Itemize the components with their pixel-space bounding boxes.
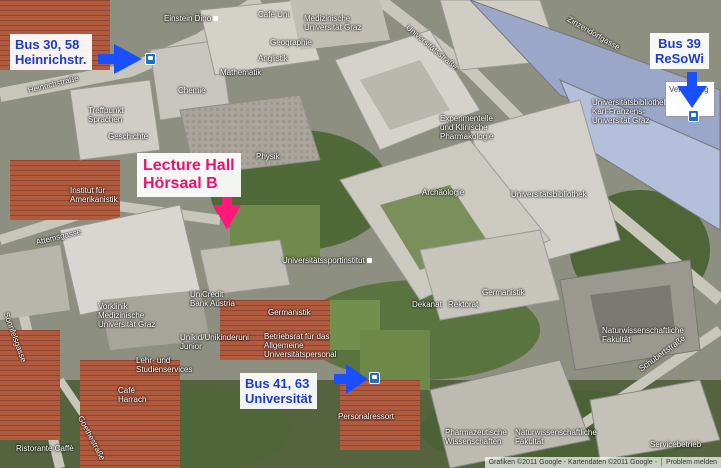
label-experimentelle[interactable]: Experimentelle und Klinische Pharmakolog… — [440, 114, 494, 141]
label-medizinische-top[interactable]: Medizinische Universität Graz — [304, 14, 362, 32]
label-treffpunkt[interactable]: Treffpunkt Sprachen — [88, 106, 124, 124]
label-personalressort[interactable]: Personalressort — [338, 412, 395, 421]
label-pharmazeutische[interactable]: Pharmazeutische Wissenschaften — [445, 428, 507, 446]
label-physik[interactable]: Physik — [256, 152, 280, 161]
label-sportinstitut[interactable]: Universitätssportinstitut — [282, 256, 372, 265]
label-betriebsrat[interactable]: Betriebsrat für das Allgemeine Universit… — [264, 332, 337, 359]
map-copyright: Grafiken ©2011 Google - Kartendaten ©201… — [488, 459, 658, 466]
label-cafe-harrach[interactable]: Café Harrach — [118, 386, 147, 404]
label-germanistik[interactable]: Germanistik — [482, 288, 525, 297]
callout-bus-universitaet: Bus 41, 63 Universität — [240, 373, 318, 409]
label-geschichte[interactable]: Geschichte — [108, 132, 149, 141]
callout-bus-heinrichstr-line2: Heinrichstr. — [15, 52, 87, 67]
callout-lecture-hall-line2: Hörsaal B — [143, 175, 218, 192]
label-chemie[interactable]: Chemie — [178, 86, 206, 95]
bus-stop-heinrichstr[interactable] — [145, 53, 156, 65]
label-einstein[interactable]: Einstein Dino — [164, 14, 219, 23]
callout-bus-resowi-line1: Bus 39 — [658, 36, 701, 51]
bus-stop-resowi[interactable] — [688, 110, 699, 122]
label-anglistik[interactable]: Anglistik — [258, 54, 288, 63]
label-unicredit[interactable]: UniCredit Bank Austria — [190, 290, 235, 308]
callout-bus-heinrichstr-line1: Bus 30, 58 — [15, 37, 80, 52]
label-cafe-uni[interactable]: Café Uni — [258, 10, 290, 19]
label-archaeologie[interactable]: Archäologie — [422, 188, 465, 197]
bus-stop-universitaet[interactable] — [369, 372, 380, 384]
label-servicebetrieb[interactable]: Servicebetrieb — [650, 440, 702, 449]
callout-bus-resowi-line2: ReSoWi — [655, 51, 704, 66]
callout-bus-universitaet-line2: Universität — [245, 391, 313, 406]
label-unikid[interactable]: Unikid/Unikinderuni Junior — [180, 333, 249, 351]
label-germanistik-left[interactable]: Germanistik — [268, 308, 311, 317]
label-rektorat[interactable]: Rektorat — [448, 300, 479, 309]
report-problem-link[interactable]: Problem melden — [666, 459, 717, 466]
label-naturwiss2[interactable]: Naturwissenschaftliche Fakultät — [515, 428, 597, 446]
label-ristorante[interactable]: Ristorante Caffè — [16, 444, 74, 453]
callout-bus-heinrichstr: Bus 30, 58 Heinrichstr. — [10, 34, 92, 70]
label-dekanat[interactable]: Dekanat — [412, 300, 442, 309]
callout-lecture-hall: Lecture Hall Hörsaal B — [137, 153, 241, 197]
label-lehr[interactable]: Lehr- und Studienservices — [136, 356, 193, 374]
map-footer: Grafiken ©2011 Google - Kartendaten ©201… — [484, 457, 721, 468]
label-geographie[interactable]: Geographie — [270, 38, 312, 47]
label-mathematik[interactable]: Mathematik — [220, 68, 262, 77]
label-vorklinik[interactable]: Vorklinik Medizinische Universität Graz — [98, 302, 156, 329]
label-amerikanistik[interactable]: Institut für Amerikanistik — [70, 186, 118, 204]
callout-lecture-hall-line1: Lecture Hall — [143, 157, 235, 174]
callout-bus-universitaet-line1: Bus 41, 63 — [245, 376, 310, 391]
label-naturwiss[interactable]: Naturwissenschaftliche Fakultät — [602, 326, 684, 344]
label-ub-top[interactable]: Universitätsbibliothek Karl-Franzens-Uni… — [592, 98, 668, 125]
label-ub[interactable]: Universitätsbibliothek — [511, 190, 587, 199]
callout-bus-resowi: Bus 39 ReSoWi — [650, 33, 709, 69]
